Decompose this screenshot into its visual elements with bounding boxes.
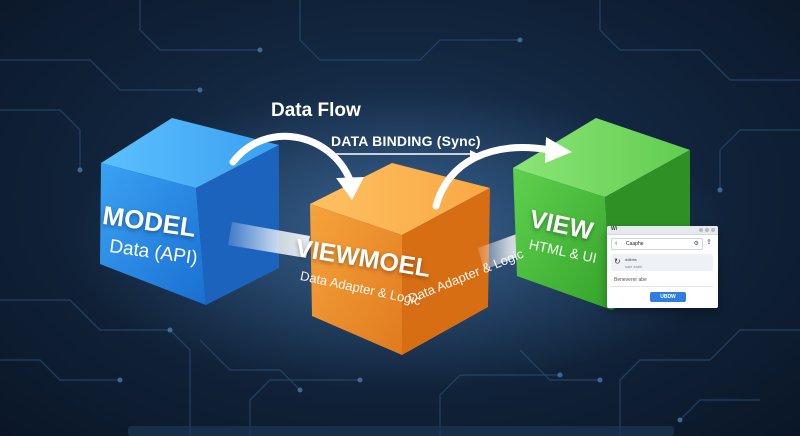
close-icon[interactable] bbox=[711, 228, 715, 232]
model-cube-front bbox=[100, 163, 206, 305]
mini-list-item[interactable]: ↻ ddibbs sale eabh bbox=[611, 254, 713, 271]
view-cube-top bbox=[513, 118, 690, 197]
model-cube-top bbox=[101, 118, 279, 188]
mini-search-input[interactable]: ‹ Caaphe ⚙ bbox=[611, 238, 703, 250]
viewmodel-cube-side bbox=[402, 188, 490, 355]
minimize-icon[interactable] bbox=[699, 228, 703, 232]
mini-divider bbox=[611, 286, 713, 287]
data-flow-label: Data Flow bbox=[271, 100, 361, 121]
viewmodel-cube-front bbox=[310, 204, 402, 355]
mini-app-name: Wi bbox=[611, 226, 618, 232]
mini-app-window: Wi ‹ Caaphe ⚙ ⇪ ↻ ddibbs sale eabh Benev… bbox=[607, 226, 718, 308]
mini-action-button[interactable]: UBDW bbox=[650, 292, 686, 302]
data-binding-label: DATA BINDING (Sync) bbox=[331, 133, 481, 149]
view-cube-front bbox=[513, 168, 612, 310]
mini-titlebar: Wi bbox=[607, 226, 718, 235]
mini-row-title: ddibbs bbox=[625, 257, 637, 262]
binding-line bbox=[330, 150, 478, 158]
share-icon[interactable]: ⇪ bbox=[706, 239, 712, 246]
floor-panel bbox=[128, 426, 674, 436]
back-arrow-icon[interactable]: ‹ bbox=[615, 240, 618, 247]
settings-icon[interactable]: ⚙ bbox=[693, 241, 699, 247]
mini-caption: Beneverer abe bbox=[614, 277, 647, 283]
model-cube bbox=[100, 118, 279, 305]
data-binding-arrow bbox=[432, 137, 572, 210]
mini-row-subtitle: sale eabh bbox=[625, 264, 643, 269]
loading-icon: ↻ bbox=[614, 257, 621, 266]
maximize-icon[interactable] bbox=[705, 228, 709, 232]
model-to-viewmodel-band bbox=[228, 222, 310, 258]
data-flow-arrow bbox=[229, 132, 364, 200]
mini-search-text: Caaphe bbox=[626, 241, 644, 247]
mini-window-controls bbox=[699, 228, 715, 232]
